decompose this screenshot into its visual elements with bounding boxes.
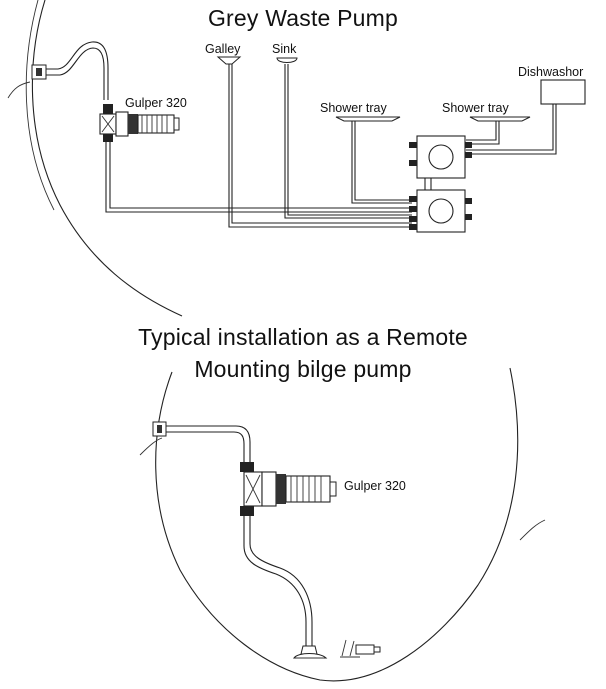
discharge-hose-bottom: [166, 425, 251, 462]
manifold-upper: [409, 135, 472, 179]
suction-hose-top-inner: [109, 142, 412, 209]
float-switch: [340, 639, 381, 658]
discharge-hose-top: [46, 41, 109, 100]
discharge-hose-top-inner: [46, 47, 105, 100]
discharge-hose-bottom-inner: [166, 431, 245, 462]
hull-outline-top: [31, 0, 183, 317]
bilge-title-line-1: Typical installation as a Remote: [138, 324, 468, 350]
grey-waste-diagram: Gulper 320 Galley Sink: [7, 0, 586, 317]
grey-waste-title: Grey Waste Pump: [207, 5, 399, 31]
dishwasher-label: Dishwashor: [518, 65, 583, 79]
hull-waterline-right: [519, 519, 546, 541]
galley-label: Galley: [205, 42, 241, 56]
galley-drain: [216, 56, 412, 228]
sink-drain: [276, 57, 412, 219]
pump-label-top: Gulper 320: [125, 96, 187, 110]
bilge-title-line-2: Mounting bilge pump: [194, 356, 412, 382]
shower-tray-1: [335, 116, 412, 204]
shower-tray-2: [466, 116, 531, 145]
hull-waterline-left: [139, 437, 163, 456]
dishwasher: [466, 79, 586, 155]
hull-outline-top-inner: [25, 0, 55, 211]
through-hull-fitting-top: [31, 64, 47, 80]
manifold-lower: [409, 189, 472, 233]
hull-outline-bottom: [155, 367, 519, 682]
gulper-pump-bottom: [240, 462, 337, 516]
bilge-pump-diagram: Gulper 320: [139, 367, 546, 682]
waterline-stroke: [7, 81, 31, 99]
suction-hose-bottom: [243, 516, 307, 646]
shower-tray-label-2: Shower tray: [442, 101, 509, 115]
suction-hose-bottom-inner: [249, 516, 313, 646]
through-hull-fitting-bottom: [152, 421, 167, 437]
shower-tray-label-1: Shower tray: [320, 101, 387, 115]
pump-label-bottom: Gulper 320: [344, 479, 406, 493]
gulper-pump-top: [99, 104, 180, 142]
suction-hose-top: [105, 142, 412, 213]
strainer: [292, 645, 328, 659]
sink-label: Sink: [272, 42, 297, 56]
